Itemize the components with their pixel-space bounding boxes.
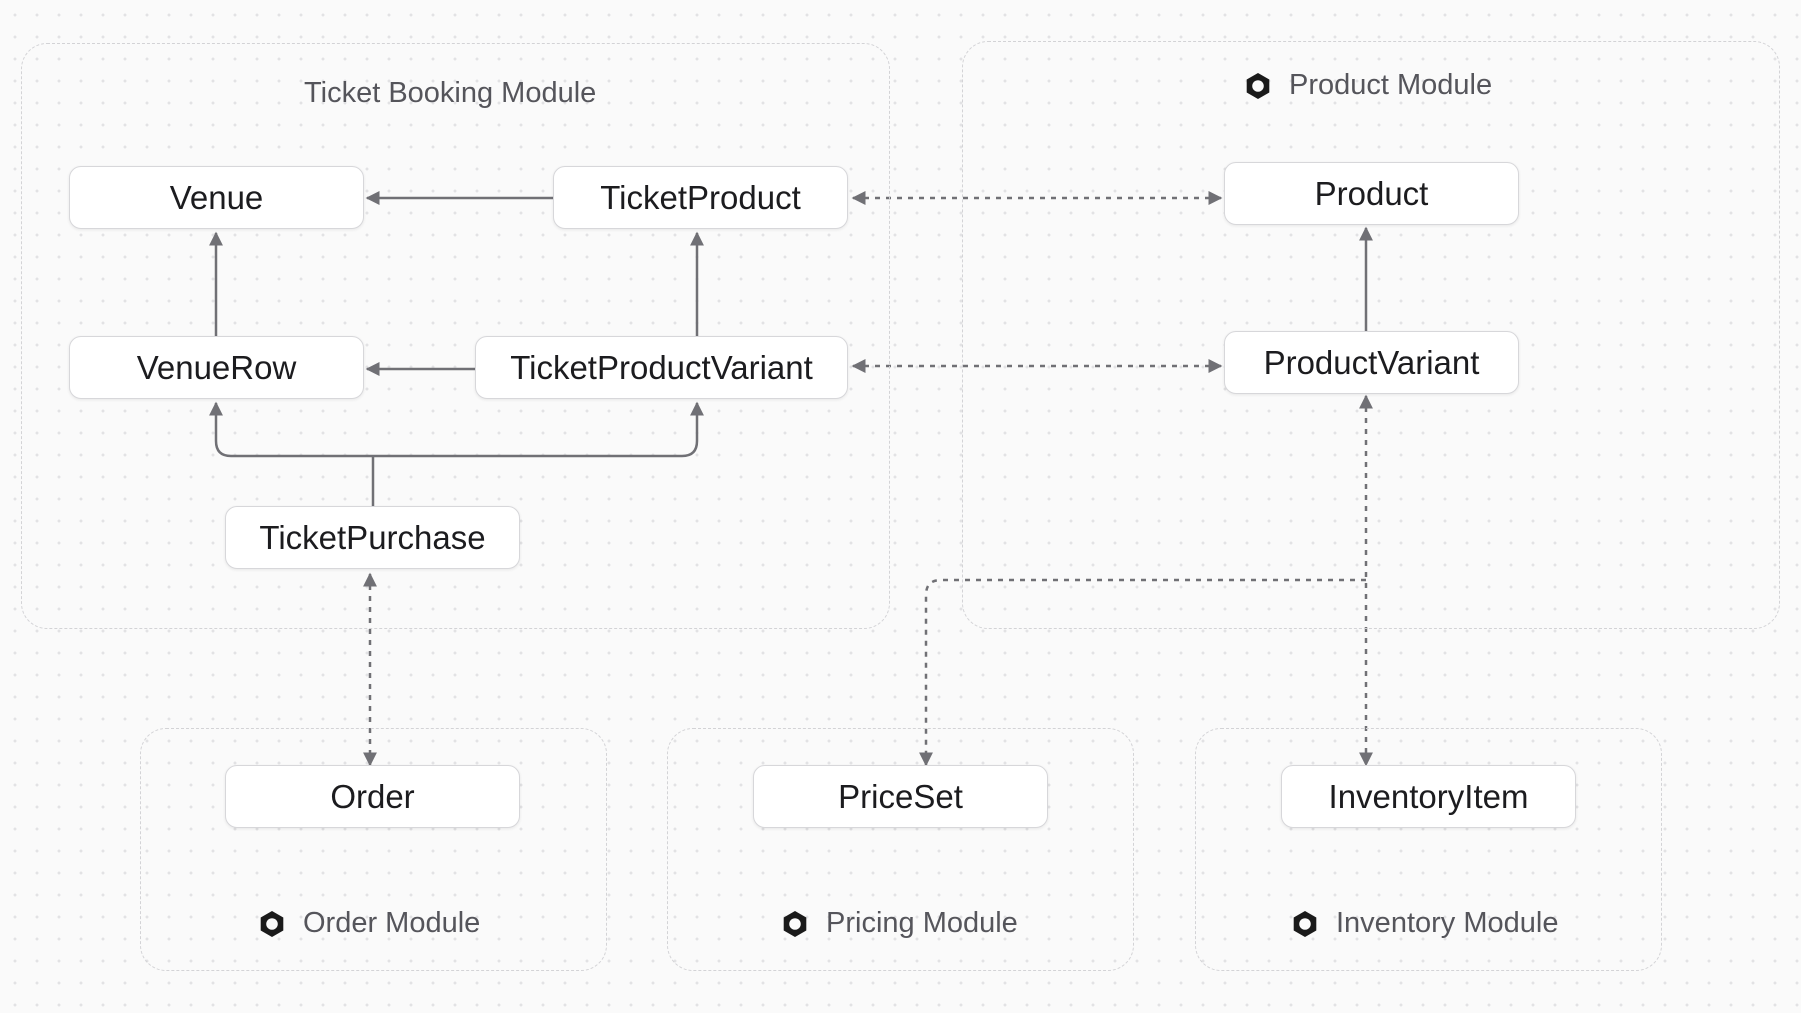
node-ticket-product[interactable]: TicketProduct (553, 166, 848, 229)
product-module: Product Module (962, 41, 1780, 629)
node-inventory-item[interactable]: InventoryItem (1281, 765, 1576, 828)
node-product-variant[interactable]: ProductVariant (1224, 331, 1519, 394)
inventory-module: Inventory Module (1195, 728, 1662, 971)
node-price-set[interactable]: PriceSet (753, 765, 1048, 828)
node-venue[interactable]: Venue (69, 166, 364, 229)
ticket-booking-module-label: Ticket Booking Module (304, 77, 597, 109)
order-module-label: Order Module (303, 907, 481, 939)
ticket-booking-module-title: Ticket Booking Module (304, 77, 596, 110)
pricing-module-title: Pricing Module (780, 907, 1018, 940)
product-module-label: Product Module (1289, 69, 1493, 101)
node-order[interactable]: Order (225, 765, 520, 828)
edge-ticketpurchase-ticketproductvariant (373, 401, 704, 458)
node-product[interactable]: Product (1224, 162, 1519, 225)
node-ticket-purchase[interactable]: TicketPurchase (225, 506, 520, 569)
module-hexagon-icon (257, 909, 287, 939)
order-module: Order Module (140, 728, 607, 971)
order-module-title: Order Module (257, 907, 480, 940)
inventory-module-label: Inventory Module (1336, 907, 1559, 939)
node-ticket-product-variant[interactable]: TicketProductVariant (475, 336, 848, 399)
pricing-module-label: Pricing Module (826, 907, 1018, 939)
module-hexagon-icon (1290, 909, 1320, 939)
product-module-title: Product Module (1243, 69, 1492, 102)
edge-ticketpurchase-venuerow (209, 401, 373, 458)
node-venue-row[interactable]: VenueRow (69, 336, 364, 399)
pricing-module: Pricing Module (667, 728, 1134, 971)
module-hexagon-icon (1243, 71, 1273, 101)
ticket-booking-module: Ticket Booking Module (21, 43, 890, 629)
inventory-module-title: Inventory Module (1290, 907, 1558, 940)
module-hexagon-icon (780, 909, 810, 939)
